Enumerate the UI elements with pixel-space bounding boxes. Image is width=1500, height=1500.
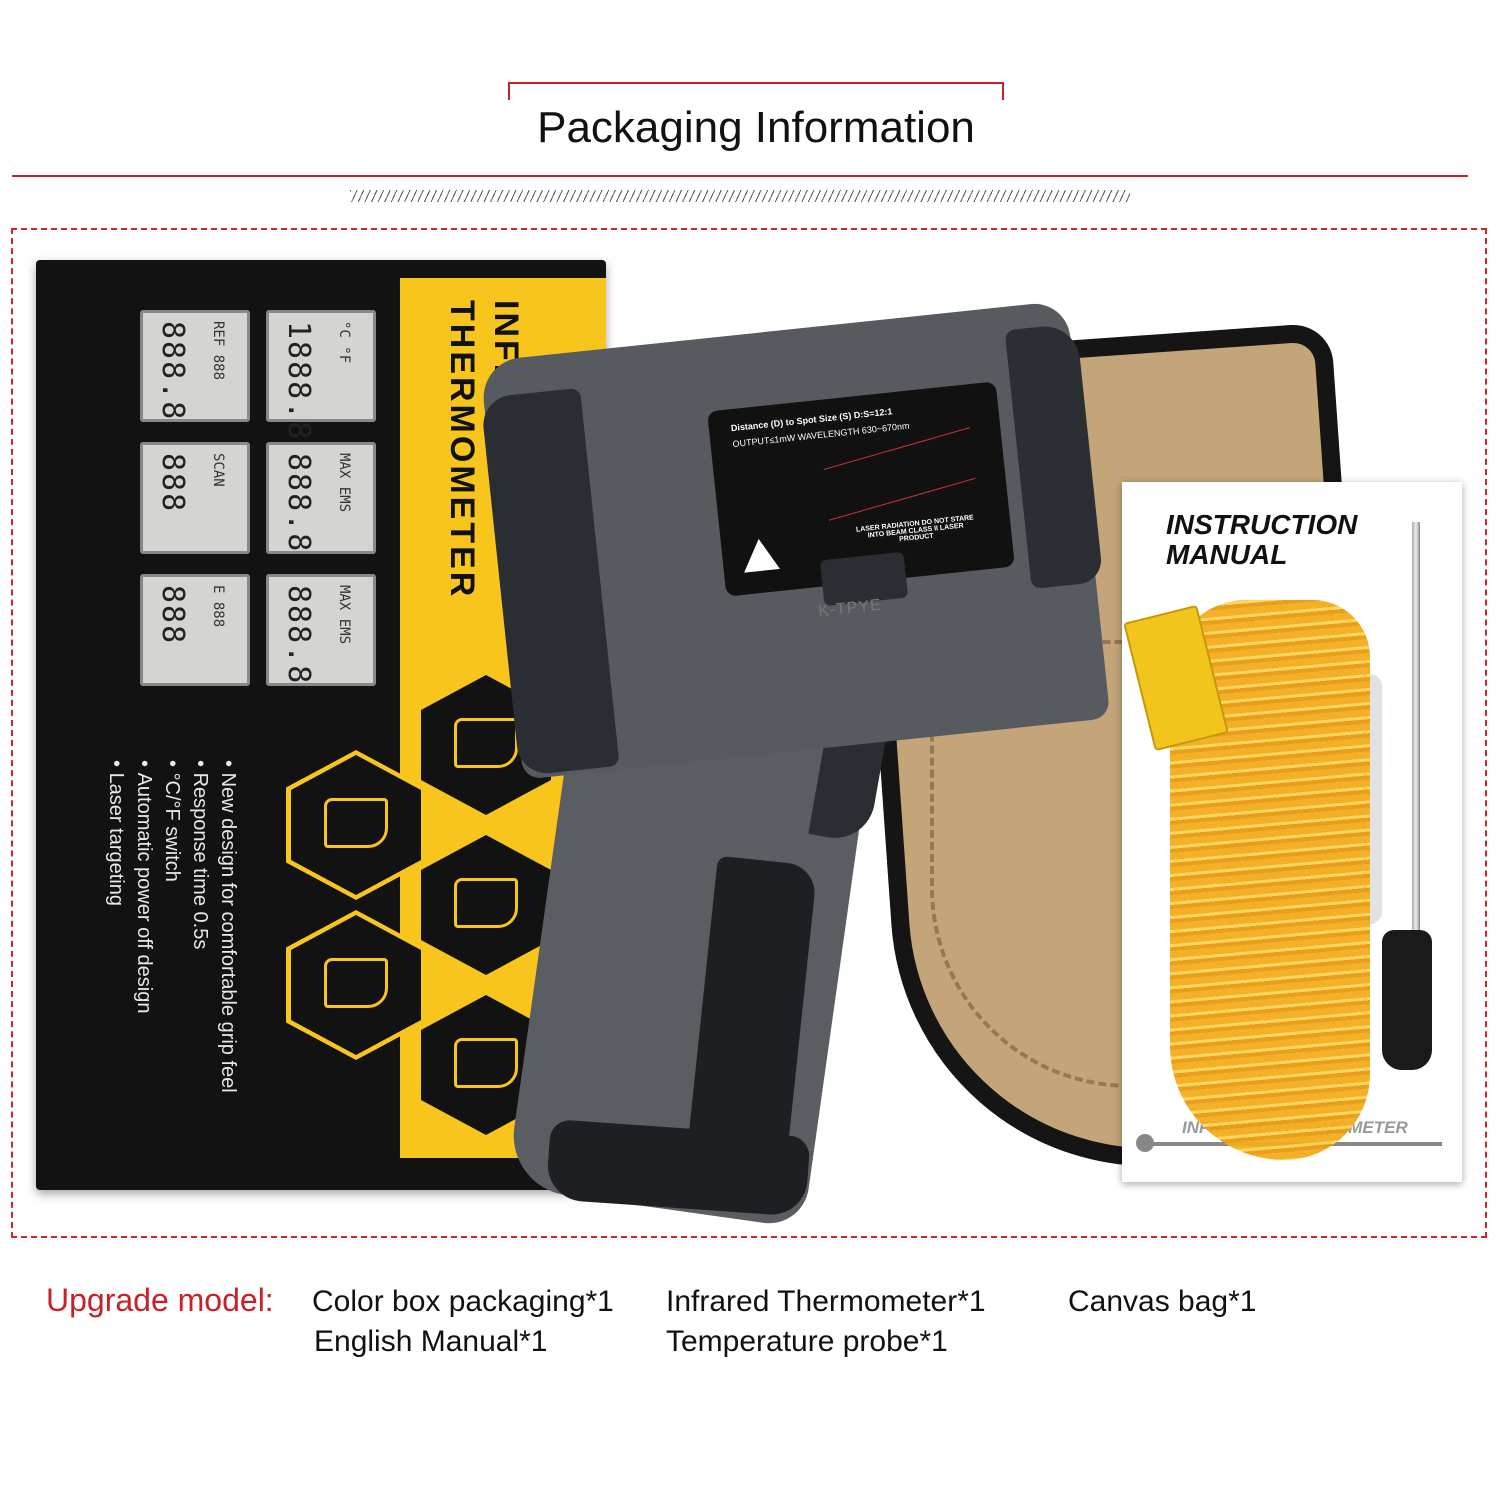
lcd-panel: 888 E 888 [140,574,250,686]
contents-item: Infrared Thermometer*1 [666,1285,986,1318]
feature-item: °C/°F switch [158,760,186,1160]
feature-list: New design for comfortable grip feel Res… [92,760,242,1160]
feature-item: Laser targeting [102,760,130,1160]
page-title: Packaging Information [508,100,1004,156]
probe-handle [1382,930,1432,1070]
title-bracket [508,82,1004,116]
lcd-label: SCAN [210,453,226,487]
feature-item: Response time 0.5s [186,760,214,1160]
hexagon-gun-icon [286,910,426,1060]
package-contents: Upgrade model: Color box packaging*1 Inf… [0,1270,1500,1390]
contents-item: Temperature probe*1 [666,1325,948,1358]
lcd-panel: 888.8 MAX EMS [266,442,376,554]
feature-item: New design for comfortable grip feel [214,760,242,1160]
lcd-digits: 888.8 [281,585,316,686]
lcd-label: MAX EMS [336,585,352,645]
warning-triangle-icon [740,537,780,573]
lcd-digits: 888 [155,585,190,646]
lcd-label: E 888 [210,585,226,628]
contents-item: Canvas bag*1 [1068,1285,1257,1318]
contents-item: English Manual*1 [314,1325,548,1358]
lcd-digits: 1888.8 [281,321,316,442]
probe-rod [1412,522,1420,942]
laser-warning-text: LASER RADIATION DO NOT STARE INTO BEAM C… [855,514,975,544]
lcd-label: REF 888 [210,321,226,381]
laser-beam-diagram [823,427,976,521]
feature-item: Automatic power off design [130,760,158,1160]
contents-label: Upgrade model: [46,1282,274,1318]
lcd-digits: 888.8 [155,321,190,422]
hatch-decoration [350,190,1130,202]
lcd-panel: 888.8 MAX EMS [266,574,376,686]
header-divider [12,175,1468,177]
lcd-label: MAX EMS [336,453,352,513]
lcd-digits: 888.8 [281,453,316,554]
lcd-label: °C °F [336,321,352,364]
lcd-panel: 888 SCAN [140,442,250,554]
contents-item: Color box packaging*1 [312,1285,614,1318]
lcd-panel: 1888.8 °C °F [266,310,376,441]
manual-footer-dot [1136,1134,1154,1152]
lcd-panel: 888.8 REF 888 [140,310,250,422]
hexagon-gun-icon [286,750,426,900]
manual-title: INSTRUCTION MANUAL [1166,509,1358,570]
product-frame [11,228,1487,1238]
lcd-digits: 888 [155,453,190,514]
